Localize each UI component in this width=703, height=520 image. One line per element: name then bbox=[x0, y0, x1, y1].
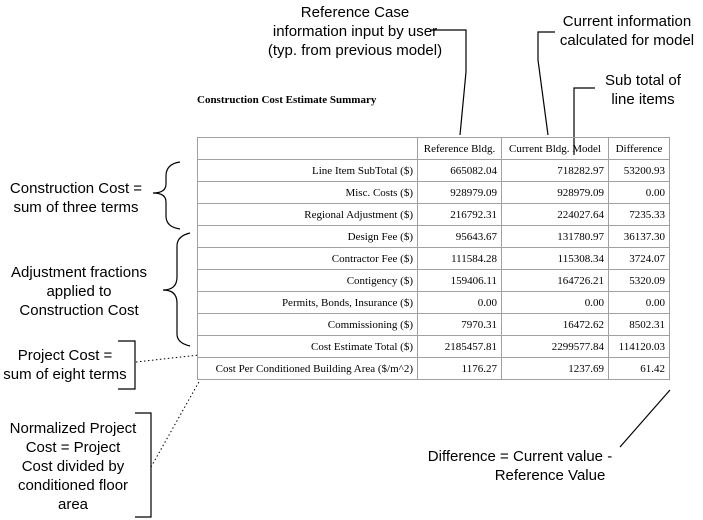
normalized-line-5: area bbox=[57, 496, 89, 513]
normalized-line-3: Cost divided by bbox=[21, 458, 125, 475]
row-current-value: 224027.64 bbox=[502, 204, 609, 226]
adjustment-line-2: applied to bbox=[46, 283, 112, 300]
construction-cost-brace bbox=[152, 161, 181, 230]
row-current-value: 164726.21 bbox=[502, 270, 609, 292]
table-row: Misc. Costs ($) 928979.09 928979.09 0.00 bbox=[198, 182, 670, 204]
row-current-value: 2299577.84 bbox=[502, 336, 609, 358]
row-reference-value: 928979.09 bbox=[418, 182, 502, 204]
page-title: Construction Cost Estimate Summary bbox=[197, 94, 377, 106]
difference-note: Difference = Current value - Reference V… bbox=[405, 447, 635, 485]
table-row: Cost Per Conditioned Building Area ($/m^… bbox=[198, 358, 670, 380]
row-difference-value: 0.00 bbox=[609, 292, 670, 314]
construction-cost-line-1: Construction Cost = bbox=[9, 180, 143, 197]
normalized-line-4: conditioned floor bbox=[17, 477, 129, 494]
row-reference-value: 159406.11 bbox=[418, 270, 502, 292]
difference-line-1: Difference = Current value - bbox=[427, 448, 613, 465]
current-info-note: Current information calculated for model bbox=[549, 12, 703, 50]
row-difference-value: 3724.07 bbox=[609, 248, 670, 270]
normalized-bracket bbox=[135, 412, 152, 518]
project-cost-line-1: Project Cost = bbox=[17, 347, 113, 364]
table-row: Design Fee ($) 95643.67 131780.97 36137.… bbox=[198, 226, 670, 248]
header-current: Current Bldg. Model bbox=[502, 138, 609, 160]
row-label: Cost Estimate Total ($) bbox=[198, 336, 418, 358]
row-reference-value: 665082.04 bbox=[418, 160, 502, 182]
row-difference-value: 114120.03 bbox=[609, 336, 670, 358]
row-current-value: 1237.69 bbox=[502, 358, 609, 380]
table-row: Line Item SubTotal ($) 665082.04 718282.… bbox=[198, 160, 670, 182]
row-reference-value: 95643.67 bbox=[418, 226, 502, 248]
row-current-value: 131780.97 bbox=[502, 226, 609, 248]
row-difference-value: 53200.93 bbox=[609, 160, 670, 182]
row-label: Misc. Costs ($) bbox=[198, 182, 418, 204]
row-reference-value: 2185457.81 bbox=[418, 336, 502, 358]
row-label: Cost Per Conditioned Building Area ($/m^… bbox=[198, 358, 418, 380]
header-empty bbox=[198, 138, 418, 160]
row-difference-value: 8502.31 bbox=[609, 314, 670, 336]
project-cost-line-2: sum of eight terms bbox=[3, 366, 127, 383]
normalized-note: Normalized Project Cost = Project Cost d… bbox=[0, 419, 146, 514]
row-current-value: 928979.09 bbox=[502, 182, 609, 204]
adjustment-brace bbox=[162, 232, 191, 347]
row-label: Commissioning ($) bbox=[198, 314, 418, 336]
row-current-value: 115308.34 bbox=[502, 248, 609, 270]
current-info-line-1: Current information bbox=[562, 13, 692, 30]
difference-line-2: Reference Value bbox=[494, 467, 606, 484]
subtotal-line-1: Sub total of bbox=[605, 72, 681, 89]
table-row: Regional Adjustment ($) 216792.31 224027… bbox=[198, 204, 670, 226]
reference-case-note: Reference Case information input by user… bbox=[255, 3, 455, 60]
table-row: Cost Estimate Total ($) 2185457.81 22995… bbox=[198, 336, 670, 358]
difference-leader bbox=[619, 389, 671, 448]
subtotal-line-2: line items bbox=[611, 91, 675, 108]
reference-case-line-1: Reference Case bbox=[300, 4, 410, 21]
row-label: Regional Adjustment ($) bbox=[198, 204, 418, 226]
row-reference-value: 1176.27 bbox=[418, 358, 502, 380]
normalized-line-2: Cost = Project bbox=[25, 439, 121, 456]
row-label: Contractor Fee ($) bbox=[198, 248, 418, 270]
row-difference-value: 0.00 bbox=[609, 182, 670, 204]
reference-leader bbox=[431, 29, 467, 136]
row-current-value: 0.00 bbox=[502, 292, 609, 314]
normalized-dots bbox=[150, 379, 201, 468]
row-difference-value: 5320.09 bbox=[609, 270, 670, 292]
row-label: Line Item SubTotal ($) bbox=[198, 160, 418, 182]
construction-cost-line-2: sum of three terms bbox=[13, 199, 139, 216]
row-reference-value: 7970.31 bbox=[418, 314, 502, 336]
construction-cost-note: Construction Cost = sum of three terms bbox=[2, 179, 150, 217]
row-reference-value: 111584.28 bbox=[418, 248, 502, 270]
adjustment-line-3: Construction Cost bbox=[19, 302, 139, 319]
row-current-value: 718282.97 bbox=[502, 160, 609, 182]
current-leader bbox=[537, 31, 555, 136]
row-label: Design Fee ($) bbox=[198, 226, 418, 248]
row-reference-value: 0.00 bbox=[418, 292, 502, 314]
subtotal-note: Sub total of line items bbox=[588, 71, 698, 109]
reference-case-line-2: information input by user bbox=[272, 23, 438, 40]
normalized-line-1: Normalized Project bbox=[9, 420, 137, 437]
project-cost-dots bbox=[135, 354, 200, 363]
table-row: Contractor Fee ($) 111584.28 115308.34 3… bbox=[198, 248, 670, 270]
row-label: Contigency ($) bbox=[198, 270, 418, 292]
project-cost-bracket bbox=[118, 340, 136, 390]
row-current-value: 16472.62 bbox=[502, 314, 609, 336]
cost-summary-table: Reference Bldg. Current Bldg. Model Diff… bbox=[197, 137, 670, 380]
adjustment-line-1: Adjustment fractions bbox=[11, 264, 147, 281]
reference-case-line-3: (typ. from previous model) bbox=[267, 42, 443, 59]
project-cost-note: Project Cost = sum of eight terms bbox=[2, 346, 128, 384]
subtotal-leader bbox=[573, 87, 595, 155]
row-label: Permits, Bonds, Insurance ($) bbox=[198, 292, 418, 314]
header-reference: Reference Bldg. bbox=[418, 138, 502, 160]
table-row: Permits, Bonds, Insurance ($) 0.00 0.00 … bbox=[198, 292, 670, 314]
row-reference-value: 216792.31 bbox=[418, 204, 502, 226]
adjustment-note: Adjustment fractions applied to Construc… bbox=[0, 263, 158, 320]
table-row: Contigency ($) 159406.11 164726.21 5320.… bbox=[198, 270, 670, 292]
row-difference-value: 36137.30 bbox=[609, 226, 670, 248]
table-row: Commissioning ($) 7970.31 16472.62 8502.… bbox=[198, 314, 670, 336]
header-difference: Difference bbox=[609, 138, 670, 160]
current-info-line-2: calculated for model bbox=[559, 32, 695, 49]
row-difference-value: 7235.33 bbox=[609, 204, 670, 226]
table-header-row: Reference Bldg. Current Bldg. Model Diff… bbox=[198, 138, 670, 160]
row-difference-value: 61.42 bbox=[609, 358, 670, 380]
